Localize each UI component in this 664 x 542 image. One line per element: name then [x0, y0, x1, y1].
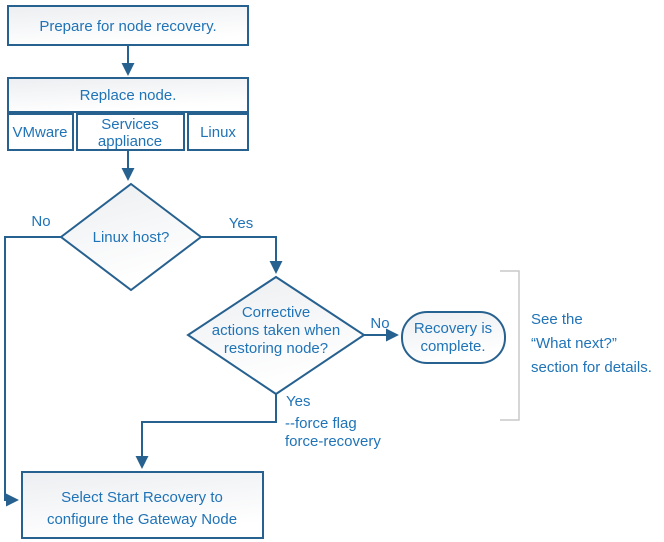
linux-host-label: Linux host?: [93, 229, 170, 246]
recovery-complete-label-line2: complete.: [420, 338, 485, 355]
select-start-recovery-label-line2: configure the Gateway Node: [47, 511, 237, 528]
vmware-cell: [7, 113, 74, 151]
edge-linux-host-no: [4, 236, 61, 507]
what-next-note-line1: See the: [531, 311, 583, 328]
recovery-complete-stadium: [401, 311, 506, 364]
prepare-box-label: Prepare for node recovery.: [39, 18, 216, 35]
linux-cell: [187, 113, 249, 151]
services-appliance-label-line2: appliance: [98, 133, 162, 150]
select-start-recovery-label-line1: Select Start Recovery to: [61, 489, 223, 506]
force-flag-note-line2: force-recovery: [285, 433, 381, 450]
what-next-bracket: [500, 270, 520, 421]
replace-node-label: Replace node.: [80, 87, 177, 104]
replace-node-cell: [7, 77, 249, 113]
corrective-yes-label: Yes: [286, 393, 310, 410]
prepare-box: [7, 5, 249, 46]
linux-host-yes-label: Yes: [229, 215, 253, 232]
linux-host-no-label: No: [31, 213, 50, 230]
vmware-label: VMware: [12, 124, 67, 141]
corrective-no-label: No: [370, 315, 389, 332]
services-appliance-cell: [76, 113, 185, 151]
edge-corrective-yes: [135, 394, 277, 469]
corrective-actions-label-line3: restoring node?: [224, 340, 328, 357]
what-next-note-line2: “What next?”: [531, 335, 617, 352]
force-flag-note-line1: --force flag: [285, 415, 357, 432]
select-start-recovery-box: [21, 471, 264, 539]
corrective-actions-label-line1: Corrective: [242, 304, 310, 321]
edge-linux-host-yes: [201, 236, 283, 274]
services-appliance-label-line1: Services: [101, 116, 159, 133]
corrective-actions-label-line2: actions taken when: [212, 322, 340, 339]
linux-host-diamond: [59, 182, 203, 292]
what-next-note-line3: section for details.: [531, 359, 652, 376]
linux-label: Linux: [200, 124, 236, 141]
recovery-complete-label-line1: Recovery is: [414, 320, 492, 337]
